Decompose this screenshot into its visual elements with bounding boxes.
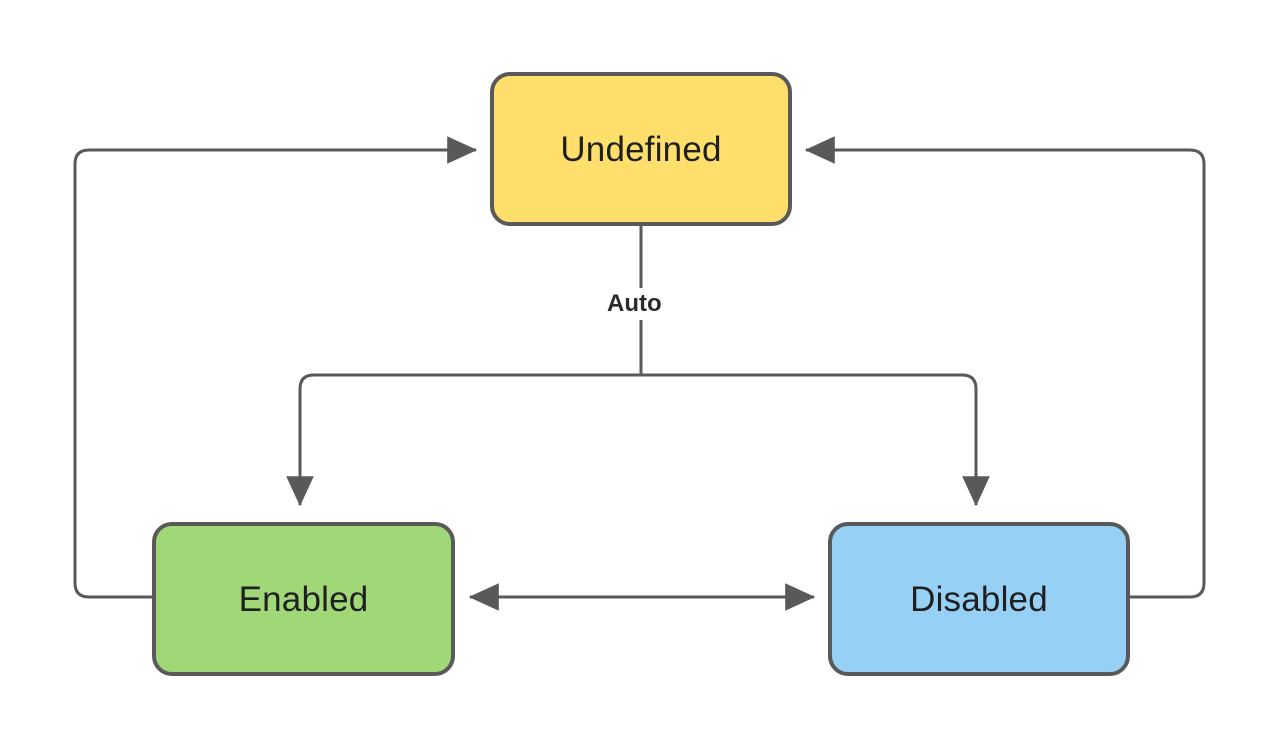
state-node-enabled-label: Enabled bbox=[238, 579, 369, 619]
edge-disabled-to-undefined bbox=[804, 136, 1206, 599]
edge-label-auto: Auto bbox=[600, 288, 669, 320]
edge-auto-to-enabled bbox=[286, 373, 641, 507]
edge-auto-to-disabled bbox=[641, 373, 990, 507]
state-node-undefined-label: Undefined bbox=[560, 129, 722, 169]
state-node-disabled-label: Disabled bbox=[910, 579, 1048, 619]
state-node-undefined[interactable]: Undefined bbox=[490, 72, 792, 226]
state-node-disabled[interactable]: Disabled bbox=[828, 522, 1130, 676]
edge-enabled-to-undefined bbox=[73, 136, 478, 599]
state-node-enabled[interactable]: Enabled bbox=[152, 522, 455, 676]
